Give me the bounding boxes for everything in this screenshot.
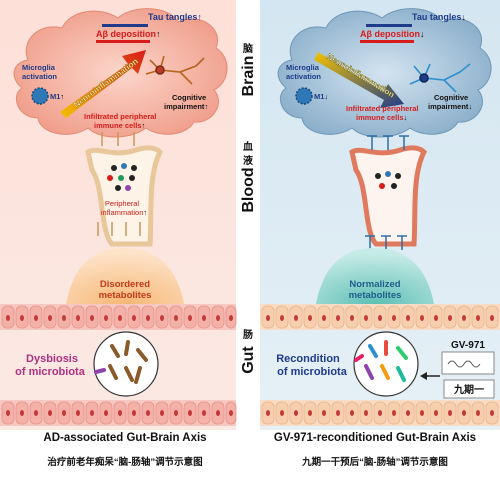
immune-cells-right — [375, 171, 401, 189]
right-m1-label: M1↓ — [314, 92, 328, 101]
right-impairment-label: impairment↓ — [428, 102, 472, 111]
neuroinflammation-arrow-right — [314, 52, 404, 108]
drug-cn-label: 九期一 — [453, 383, 484, 396]
left-microglia-label: Microglia — [22, 63, 56, 72]
right-metabolites-label-1: Normalized — [349, 279, 400, 290]
blood-cn-label-1: 血 — [243, 140, 253, 153]
tau-bar — [102, 24, 148, 27]
gv971-molecule-box — [441, 351, 495, 375]
neuron-icon-right — [409, 63, 471, 93]
left-tau-label: Tau tangles↑ — [148, 12, 202, 22]
left-gut-epithelium-top — [0, 304, 237, 330]
right-recondition-label-2: of microbiota — [277, 366, 348, 378]
left-metabolites-mound — [66, 248, 184, 304]
right-blood-vessel — [349, 145, 428, 247]
drug-arrow-head — [420, 372, 427, 380]
neuroinflammation-arrow-left — [60, 50, 146, 118]
left-cognitive-label: Cognitive — [172, 93, 206, 102]
left-m1-label: M1↑ — [50, 92, 64, 101]
left-metabolites-label-2: metabolites — [99, 290, 152, 301]
immune-cells-left — [107, 163, 137, 191]
right-metabolites-mound — [316, 248, 434, 304]
right-tau-label: Tau tangles↓ — [412, 12, 466, 22]
left-impairment-label: impairment↑ — [164, 102, 208, 111]
tau-bar-right — [366, 24, 412, 27]
gut-cn-label: 肠 — [243, 329, 253, 341]
left-gut-epithelium-bottom — [0, 400, 237, 426]
left-abeta-label: Aβ deposition↑ — [96, 29, 161, 39]
gv971-label: GV-971 — [451, 340, 485, 351]
blood-label: Blood — [240, 167, 257, 212]
right-activation-label: activation — [286, 72, 321, 81]
right-metabolites-label-2: metabolites — [349, 290, 402, 301]
right-caption-en: GV-971-reconditioned Gut-Brain Axis — [273, 432, 477, 444]
right-infiltrated-label-2: immune cells↓ — [356, 113, 407, 122]
molecule-structure — [447, 360, 481, 368]
right-cognitive-label: Cognitive — [434, 93, 468, 102]
blood-cn-label-2: 液 — [243, 154, 253, 167]
left-activation-label: activation — [22, 72, 57, 81]
brain-label: Brain — [240, 56, 257, 97]
left-blood-vessel — [85, 145, 164, 247]
left-microbiota-circle — [93, 331, 159, 397]
left-peripheral-label-2: inflammation↑ — [101, 208, 147, 217]
right-gut-epithelium-bottom — [260, 400, 500, 426]
left-infiltrated-label-1: Infiltrated peripheral — [84, 112, 157, 121]
gut-label: Gut — [240, 346, 257, 374]
right-brain-cloud — [277, 8, 492, 138]
drug-name-box — [443, 379, 495, 399]
right-recondition-label-1: Recondition — [276, 353, 340, 365]
brain-cn-label: 脑 — [243, 42, 253, 55]
abeta-bar — [96, 40, 150, 43]
right-caption-cn: 九期一干预后“脑-肠轴”调节示意图 — [302, 457, 448, 468]
blockers-right — [365, 135, 409, 250]
left-dysbiosis-label-1: Dysbiosis — [26, 353, 78, 365]
abeta-bar-right — [360, 40, 414, 43]
microglia-icon — [31, 87, 49, 105]
left-dysbiosis-label-2: of microbiota — [15, 366, 86, 378]
microglia-icon-right — [295, 87, 313, 105]
right-infiltrated-label-1: Infiltrated peripheral — [346, 104, 419, 113]
left-bacteria — [94, 340, 148, 384]
neuron-icon — [145, 55, 205, 85]
right-gut-epithelium-top — [260, 304, 500, 330]
left-caption-cn: 治疗前老年痴呆“脑-肠轴”调节示意图 — [47, 457, 203, 468]
left-metabolites-label-1: Disordered — [100, 279, 150, 290]
upward-arrows-left — [97, 132, 141, 236]
left-caption-en: AD-associated Gut-Brain Axis — [43, 432, 207, 444]
right-bacteria — [354, 340, 408, 382]
right-abeta-label: Aβ deposition↓ — [360, 29, 425, 39]
right-microglia-label: Microglia — [286, 63, 320, 72]
left-infiltrated-label-2: immune cells↑ — [94, 121, 145, 130]
left-peripheral-label-1: Peripheral — [105, 199, 140, 208]
